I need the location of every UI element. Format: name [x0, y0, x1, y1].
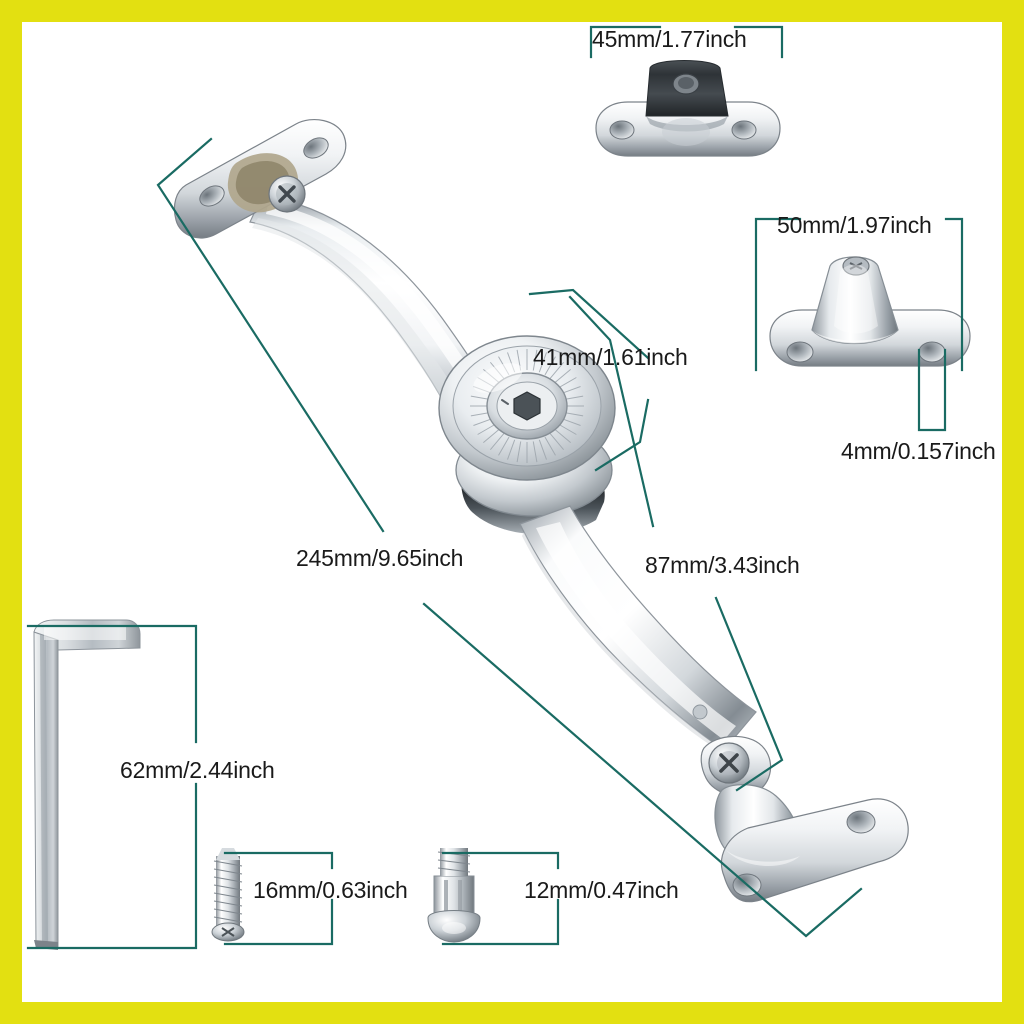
- dimension-label-tapping-screw: 16mm/0.63inch: [253, 877, 408, 903]
- shoulder-bolt: [427, 848, 481, 943]
- dimline-62-lower: [26, 782, 198, 950]
- frame-border-left: [0, 0, 22, 1024]
- dimline-16-upper: [223, 851, 334, 870]
- dimline-16-lower: [223, 898, 334, 946]
- dimline-45-left: [589, 25, 662, 59]
- pivot-hub: [438, 335, 616, 535]
- dimline-50-right: [944, 217, 964, 372]
- hex-key: [33, 619, 141, 950]
- dimline-62-upper: [26, 624, 198, 744]
- dimline-87-lower: [714, 596, 784, 792]
- dimension-label-bracket-large-width: 50mm/1.97inch: [777, 212, 932, 238]
- lower-arm: [519, 505, 757, 752]
- dimension-label-hex-key-length: 62mm/2.44inch: [120, 757, 275, 783]
- frame-border-top: [0, 0, 1024, 22]
- frame-border-right: [1002, 0, 1024, 1024]
- dimension-label-overall-length: 245mm/9.65inch: [296, 545, 464, 571]
- dimline-4mm: [917, 348, 947, 432]
- bracket-45mm: [595, 60, 781, 157]
- dimension-label-bracket-small-width: 45mm/1.77inch: [592, 26, 747, 52]
- screw-threads: [213, 860, 243, 923]
- dimension-label-shoulder-bolt: 12mm/0.47inch: [524, 877, 679, 903]
- dimline-12-upper: [441, 851, 560, 870]
- dimline-41-upper: [528, 288, 650, 360]
- dimline-50-left: [754, 217, 802, 372]
- dimline-245-upper: [156, 137, 385, 533]
- dimension-label-screw-hole: 4mm/0.157inch: [841, 438, 996, 464]
- dimline-12-lower: [441, 898, 560, 946]
- dimension-label-arm-span: 87mm/3.43inch: [645, 552, 800, 578]
- lid-stay-assembly: [173, 119, 909, 903]
- dimline-41-lower: [594, 398, 650, 472]
- frame-border-bottom: [0, 1002, 1024, 1024]
- bracket-top-left: [173, 119, 347, 239]
- dimline-45-right: [733, 25, 784, 59]
- dimline-245-lower: [422, 602, 863, 938]
- dimline-87-upper: [568, 295, 655, 528]
- dimension-label-hub-diameter: 41mm/1.61inch: [533, 344, 688, 370]
